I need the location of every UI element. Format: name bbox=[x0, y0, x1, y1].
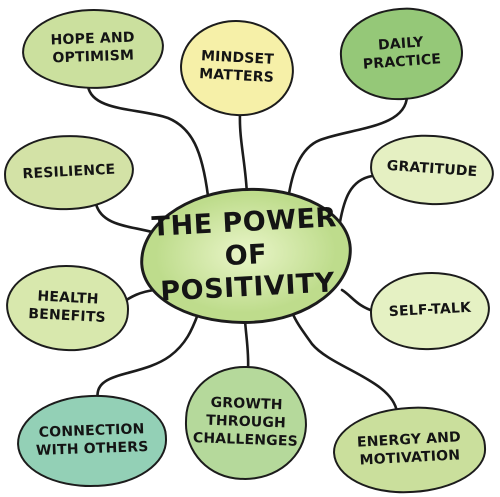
node-label-connection-with-others: CONNECTION WITH OTHERS bbox=[35, 421, 149, 459]
node-label-resilience: RESILIENCE bbox=[22, 161, 116, 182]
connector-gratitude bbox=[338, 174, 374, 224]
connector-connection-with-others bbox=[96, 312, 200, 402]
node-label-growth-through-challenges: GROWTH THROUGH CHALLENGES bbox=[192, 394, 299, 450]
connector-resilience bbox=[94, 202, 154, 234]
connector-growth-through-challenges bbox=[243, 318, 250, 372]
central-topic-label: THE POWER OF POSITIVITY bbox=[151, 202, 338, 308]
connector-daily-practice bbox=[286, 94, 409, 202]
connector-hope-and-optimism bbox=[86, 84, 210, 198]
node-label-hope-and-optimism: HOPE AND OPTIMISM bbox=[50, 29, 135, 67]
node-label-self-talk: SELF-TALK bbox=[388, 299, 472, 321]
connector-energy-and-motivation bbox=[290, 310, 399, 414]
node-label-gratitude: GRATITUDE bbox=[386, 157, 478, 181]
node-label-mindset-matters: MINDSET MATTERS bbox=[198, 48, 275, 86]
node-label-daily-practice: DAILY PRACTICE bbox=[362, 34, 442, 73]
node-label-energy-and-motivation: ENERGY AND MOTIVATION bbox=[356, 429, 462, 469]
node-label-health-benefits: HEALTH BENEFITS bbox=[27, 288, 107, 327]
connector-mindset-matters bbox=[238, 112, 249, 198]
